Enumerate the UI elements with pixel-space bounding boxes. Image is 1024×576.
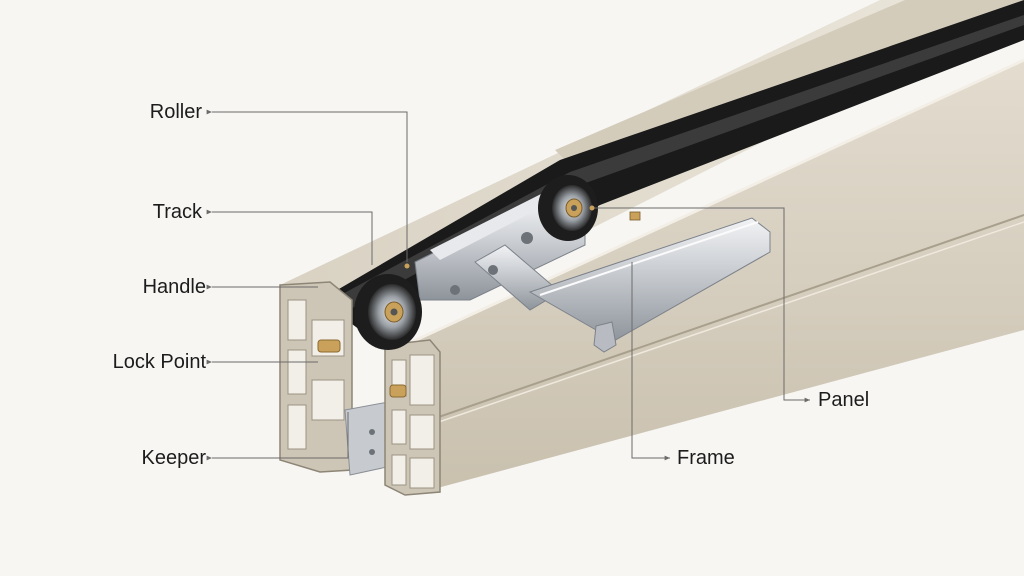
panel-leader	[592, 207, 810, 403]
roller-label: Roller	[149, 101, 202, 123]
frame-cross-section	[279, 281, 441, 496]
keeper-leader	[206, 412, 349, 461]
frame-leader	[631, 262, 670, 461]
frame-label: Frame	[677, 447, 735, 469]
track-leader	[206, 209, 373, 265]
lock-point-pin	[317, 339, 341, 353]
track-label: Track	[152, 201, 202, 223]
roller-wheel-front	[354, 274, 422, 350]
keeper-label: Keeper	[141, 447, 207, 469]
handle-label: Handle	[142, 276, 206, 298]
panel-label: Panel	[818, 389, 870, 411]
handle-lever	[474, 217, 771, 353]
lock-point-label: Lock Point	[112, 351, 206, 373]
roller-wheel-rear	[538, 175, 598, 241]
roller-leader	[206, 109, 408, 262]
leader-lines	[206, 109, 810, 461]
